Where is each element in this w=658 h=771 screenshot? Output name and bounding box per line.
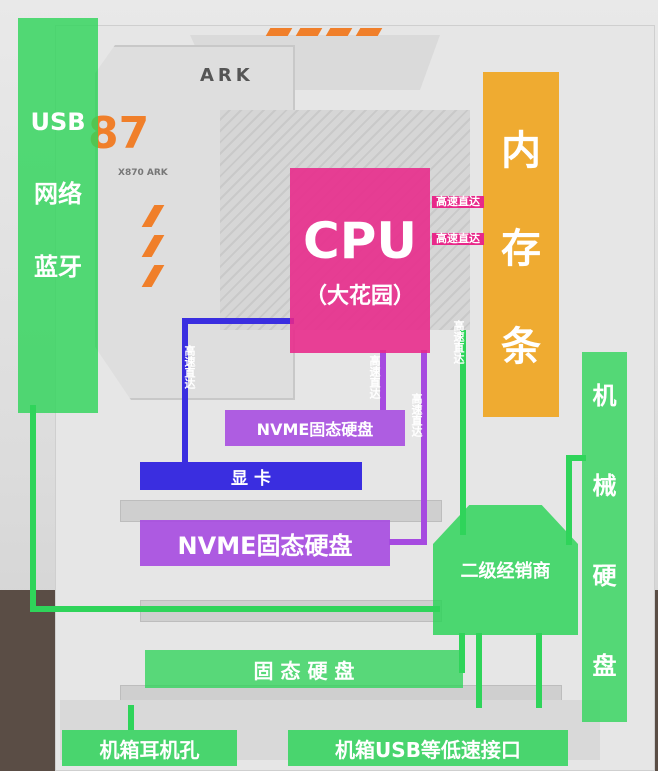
network-label: 网络: [34, 180, 82, 208]
memory-char: 存: [501, 225, 541, 272]
orange-mark: [325, 28, 353, 36]
purple-line: [380, 350, 386, 410]
chipset-second-dealer-block: 二级经销商: [433, 505, 578, 635]
green-line: [566, 455, 572, 545]
green-line: [476, 633, 482, 708]
board-model-sub: X870 ARK: [118, 168, 168, 178]
cpu-subtitle: （大花园）: [304, 283, 415, 309]
orange-mark: [295, 28, 323, 36]
green-line: [566, 455, 586, 461]
mech-disk-char: 硬: [592, 562, 617, 590]
memory-char: 条: [501, 323, 541, 370]
orange-mark: [265, 28, 293, 36]
green-line: [128, 705, 134, 730]
green-line: [536, 633, 542, 708]
chipset-link-label: 高速直达: [452, 320, 465, 364]
usb-label: USB: [30, 108, 86, 136]
mech-disk-char: 械: [592, 472, 617, 500]
green-line: [30, 606, 440, 612]
gpu-link-label: 高速直达: [183, 345, 196, 389]
nvme-top-block: NVME固态硬盘: [225, 410, 405, 446]
orange-mark: [355, 28, 383, 36]
memory-char: 内: [501, 127, 541, 174]
nvme-mid-link-label: 高速直达: [410, 393, 423, 437]
case-usb-block: 机箱USB等低速接口: [288, 730, 568, 766]
mechanical-disk-block: 机 械 硬 盘: [582, 352, 627, 722]
ssd-block: 固 态 硬 盘: [145, 650, 463, 688]
cpu-block: CPU （大花园）: [290, 168, 430, 353]
board-brand: ARK: [200, 65, 254, 86]
pcie-slot: [120, 500, 442, 522]
gpu-block: 显 卡: [140, 462, 362, 490]
nvme-mid-block: NVME固态硬盘: [140, 520, 390, 566]
cpu-memory-link-label: 高速直达: [432, 196, 484, 208]
green-line: [30, 405, 36, 610]
cpu-title: CPU: [303, 211, 417, 270]
nvme-top-link-label: 高速直达: [368, 355, 381, 399]
cpu-memory-link-label: 高速直达: [432, 233, 484, 245]
blue-line: [182, 318, 188, 468]
green-line: [460, 330, 466, 535]
board-model: 87: [88, 108, 150, 159]
blue-line: [182, 318, 294, 324]
purple-line: [421, 350, 427, 545]
mech-disk-char: 机: [592, 382, 617, 410]
usb-network-bluetooth-block: USB 网络 蓝牙: [18, 18, 98, 413]
mech-disk-char: 盘: [592, 652, 617, 680]
purple-line: [389, 539, 427, 545]
case-audio-block: 机箱耳机孔: [62, 730, 237, 766]
bluetooth-label: 蓝牙: [34, 253, 82, 281]
memory-block: 内 存 条: [483, 72, 559, 417]
